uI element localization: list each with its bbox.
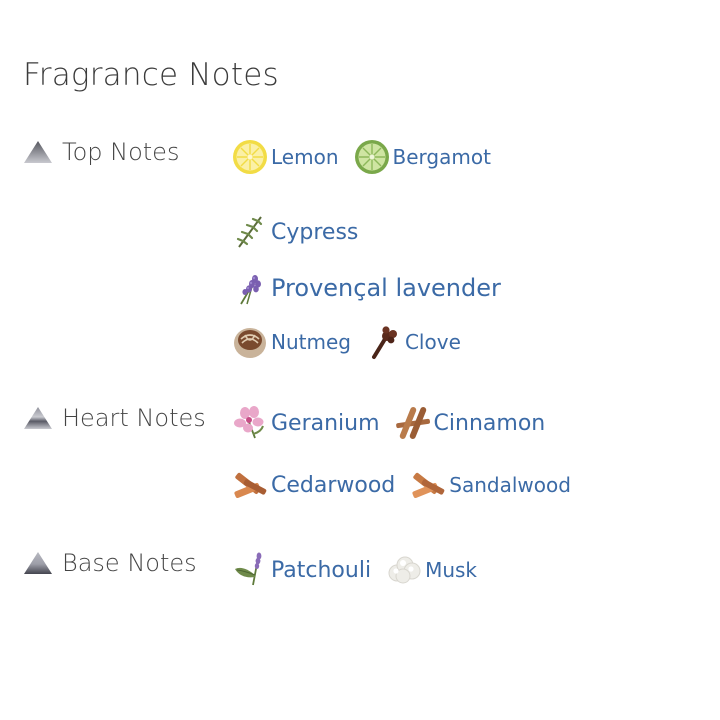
tier-base-notes: Base Notes — [23, 549, 197, 577]
note-cedarwood[interactable]: Cedarwood — [231, 466, 395, 504]
tier-heart-notes: Heart Notes — [23, 404, 206, 432]
notes-row: Provençal lavender — [231, 263, 515, 313]
note-label: Cinnamon — [433, 410, 546, 436]
notes-row: Nutmeg Clove — [231, 321, 515, 363]
note-provencal-lavender[interactable]: Provençal lavender — [231, 269, 501, 307]
musk-icon — [388, 556, 421, 584]
note-label: Bergamot — [392, 145, 491, 169]
note-label: Lemon — [271, 145, 339, 169]
tier-label: Base Notes — [62, 549, 197, 577]
tier-label: Heart Notes — [62, 404, 206, 432]
heart-notes-list: Geranium Cinnamon Cedarwood — [231, 403, 585, 505]
note-geranium[interactable]: Geranium — [231, 404, 380, 442]
note-label: Provençal lavender — [271, 274, 501, 302]
note-lemon[interactable]: Lemon — [231, 138, 339, 176]
note-label: Sandalwood — [449, 473, 571, 497]
tier-top-notes: Top Notes — [23, 138, 179, 166]
note-label: Cypress — [271, 219, 359, 245]
nutmeg-icon — [234, 328, 266, 358]
triangle-base-icon — [24, 552, 52, 574]
lemon-icon — [233, 140, 267, 174]
note-cinnamon[interactable]: Cinnamon — [394, 404, 546, 442]
note-nutmeg[interactable]: Nutmeg — [231, 323, 351, 361]
cinnamon-icon — [395, 407, 430, 439]
lavender-icon — [240, 275, 261, 305]
note-sandalwood[interactable]: Sandalwood — [409, 466, 571, 504]
notes-row: Geranium Cinnamon — [231, 403, 585, 443]
tier-label: Top Notes — [62, 138, 180, 166]
sandalwood-icon — [412, 472, 445, 498]
note-label: Cedarwood — [271, 472, 396, 498]
note-label: Nutmeg — [271, 330, 351, 354]
cypress-icon — [236, 216, 263, 248]
notes-row: Cedarwood Sandalwood — [231, 465, 585, 505]
base-notes-list: Patchouli Musk — [231, 550, 491, 590]
notes-row: Patchouli Musk — [231, 550, 491, 590]
cedarwood-icon — [234, 472, 267, 498]
geranium-icon — [234, 406, 264, 439]
notes-row: Lemon Bergamot — [231, 137, 515, 177]
triangle-heart-icon — [24, 407, 52, 429]
note-label: Musk — [425, 558, 477, 582]
page-title: Fragrance Notes — [23, 57, 279, 93]
note-patchouli[interactable]: Patchouli — [231, 551, 371, 589]
note-label: Geranium — [271, 410, 380, 436]
bergamot-icon — [354, 140, 389, 174]
notes-row: Cypress — [231, 201, 515, 263]
top-notes-list: Lemon Bergamot Cypress — [231, 137, 515, 363]
triangle-top-icon — [24, 141, 52, 163]
note-bergamot[interactable]: Bergamot — [353, 138, 491, 176]
note-clove[interactable]: Clove — [365, 323, 461, 361]
note-label: Patchouli — [271, 557, 372, 583]
patchouli-icon — [235, 552, 262, 586]
note-cypress[interactable]: Cypress — [231, 213, 358, 251]
note-musk[interactable]: Musk — [385, 551, 477, 589]
clove-icon — [371, 326, 397, 359]
note-label: Clove — [404, 330, 461, 354]
